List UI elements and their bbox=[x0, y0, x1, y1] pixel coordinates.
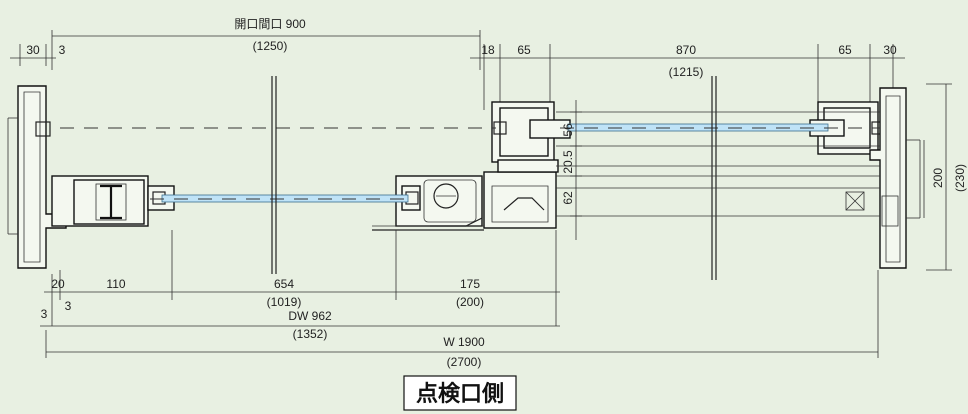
dim-3-lower: 3 bbox=[41, 307, 48, 321]
dim-56: 56 bbox=[561, 123, 575, 137]
right-sash-upper bbox=[491, 101, 895, 173]
dim-110: 110 bbox=[106, 277, 125, 291]
dim-175-alt: (200) bbox=[456, 295, 484, 309]
dim-30-right: 30 bbox=[883, 43, 897, 57]
dim-left-3: 3 bbox=[59, 43, 66, 57]
dim-65-left: 65 bbox=[517, 43, 531, 57]
dim-62: 62 bbox=[561, 191, 575, 205]
dim-20-5: 20.5 bbox=[561, 150, 575, 174]
dim-3-upper: 3 bbox=[65, 299, 72, 313]
caption-label: 点検口側 bbox=[416, 381, 504, 407]
dim-654-alt: (1019) bbox=[267, 295, 302, 309]
dim-654: 654 bbox=[274, 277, 294, 291]
dim-dw-alt: (1352) bbox=[293, 327, 328, 341]
dim-870-alt: (1215) bbox=[669, 65, 704, 79]
left-glass-pane bbox=[161, 194, 409, 203]
dim-18: 18 bbox=[481, 43, 495, 57]
dim-200: 200 bbox=[931, 168, 945, 188]
left-sash bbox=[51, 175, 175, 227]
dim-230: (230) bbox=[953, 164, 967, 192]
top-dimensions: 開口間口 900 (1250) 30 3 18 65 870 (1215) 65… bbox=[10, 17, 905, 110]
dim-dw: DW 962 bbox=[288, 309, 332, 323]
dim-w-alt: (2700) bbox=[447, 355, 482, 369]
right-glass-pane bbox=[567, 123, 829, 132]
dim-175: 175 bbox=[460, 277, 480, 291]
dim-w: W 1900 bbox=[443, 335, 485, 349]
caption-box: 点検口側 bbox=[403, 375, 517, 411]
center-meeting-section bbox=[372, 171, 557, 231]
dim-left-30: 30 bbox=[26, 43, 40, 57]
right-vertical-dimensions: 56 20.5 62 200 (230) bbox=[561, 83, 967, 271]
glass-panes bbox=[161, 123, 829, 203]
dim-870: 870 bbox=[676, 43, 696, 57]
bottom-dimensions: 20 3 110 654 (1019) 175 (200) 3 DW 962 (… bbox=[40, 230, 879, 369]
center-lines bbox=[60, 76, 880, 280]
opening-width-label: 開口間口 900 bbox=[234, 17, 306, 31]
dim-65-right: 65 bbox=[838, 43, 852, 57]
dim-20: 20 bbox=[51, 277, 65, 291]
right-wall-frame bbox=[869, 87, 921, 269]
opening-width-alt-label: (1250) bbox=[253, 39, 288, 53]
